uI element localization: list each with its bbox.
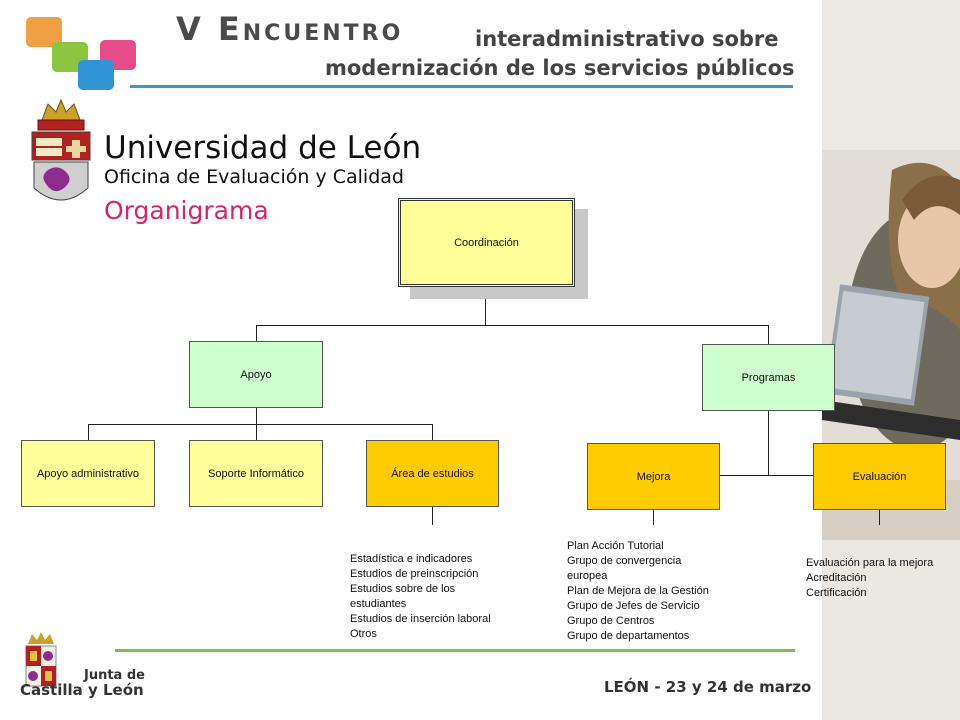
student-photo <box>822 0 960 720</box>
connector <box>432 424 433 441</box>
node-apoyo: Apoyo <box>189 341 323 408</box>
node-programas-label: Programas <box>741 371 796 384</box>
node-coordinacion-label: Coordinación <box>454 236 519 249</box>
node-evaluacion-label: Evaluación <box>852 470 907 483</box>
node-soporte-informatico-label: Soporte Informático <box>208 467 304 480</box>
list-item: Estudios de inserción laboral <box>350 613 491 625</box>
list-item: Plan de Mejora de la Gestión <box>567 585 709 597</box>
connector <box>88 424 433 425</box>
junta-line2: Castilla y León <box>20 681 144 699</box>
list-item: Estadística e indicadores <box>350 553 473 565</box>
event-date: LEÓN - 23 y 24 de marzo <box>604 678 812 696</box>
node-programas: Programas <box>702 344 835 411</box>
junta-line1: Junta de <box>84 668 145 683</box>
node-evaluacion: Evaluación <box>813 443 946 510</box>
connector <box>768 325 769 344</box>
office-name: Oficina de Evaluación y Calidad <box>104 166 404 188</box>
list-item: Grupo de departamentos <box>567 630 690 642</box>
list-item: Plan Acción Tutorial <box>567 540 664 552</box>
node-coordinacion: Coordinación <box>398 198 575 287</box>
event-subtitle-line1: interadministrativo sobre <box>475 27 779 51</box>
list-item: Grupo de convergencia <box>567 555 682 567</box>
node-area-estudios-label: Área de estudios <box>391 467 474 480</box>
node-area-estudios: Área de estudios <box>366 440 499 507</box>
mejora-list: Plan Acción Tutorial Grupo de convergenc… <box>567 539 709 644</box>
junta-crest <box>22 632 60 696</box>
node-mejora: Mejora <box>587 443 720 510</box>
list-item: Certificación <box>806 587 867 599</box>
connector <box>768 410 769 476</box>
list-item: Estudios sobre de los <box>350 583 456 595</box>
list-item: Evaluación para la mejora <box>806 557 934 569</box>
footer-rule <box>115 649 795 652</box>
list-item: Acreditación <box>806 572 867 584</box>
node-apoyo-administrativo-label: Apoyo administrativo <box>36 467 140 480</box>
list-item: Grupo de Jefes de Servicio <box>567 600 700 612</box>
connector <box>485 286 486 326</box>
list-item: Otros <box>350 628 377 640</box>
list-item: Grupo de Centros <box>567 615 655 627</box>
list-item: Estudios de preinscripción <box>350 568 479 580</box>
event-subtitle-line2: modernización de los servicios públicos <box>325 56 795 80</box>
evaluacion-list: Evaluación para la mejora Acreditación C… <box>806 556 933 601</box>
header-rule <box>130 85 793 88</box>
event-title: V Encuentro <box>176 10 404 48</box>
list-item: estudiantes <box>350 598 407 610</box>
area-estudios-list: Estadística e indicadores Estudios de pr… <box>350 552 491 642</box>
connector <box>432 507 433 525</box>
university-name: Universidad de León <box>104 130 422 166</box>
node-soporte-informatico: Soporte Informático <box>189 440 323 507</box>
connector <box>256 325 769 326</box>
list-item: europea <box>567 570 608 582</box>
university-crest <box>28 96 94 212</box>
node-mejora-label: Mejora <box>636 470 671 483</box>
connector <box>88 424 89 441</box>
connector <box>256 325 257 342</box>
junta-logo-text: Junta de Castilla y León <box>20 668 145 698</box>
connector <box>653 509 654 525</box>
connector <box>879 509 880 525</box>
node-apoyo-label: Apoyo <box>240 368 272 381</box>
connector <box>719 475 814 476</box>
node-apoyo-administrativo: Apoyo administrativo <box>21 440 155 507</box>
page-title: Organigrama <box>104 196 269 225</box>
